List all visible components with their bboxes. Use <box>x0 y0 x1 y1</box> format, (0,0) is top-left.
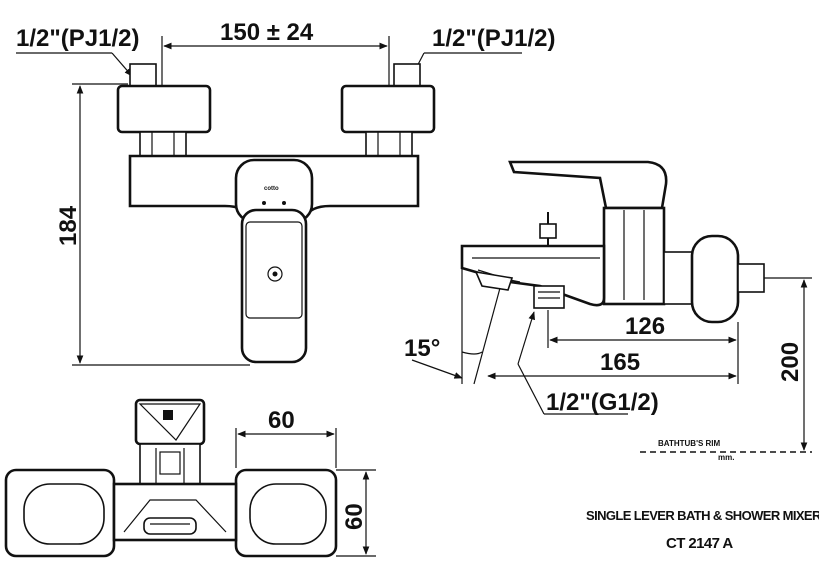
cartridge-body-side <box>602 206 666 306</box>
front-view: 1/2"(PJ1/2) 1/2"(PJ1/2) 150 ± 24 184 <box>16 19 555 366</box>
depth-dimension: 60 <box>336 469 376 557</box>
rim-height-value: 200 <box>777 342 804 382</box>
overall-length-value: 165 <box>600 349 640 376</box>
model-number: CT 2147 A <box>666 535 733 552</box>
spout-side <box>460 244 606 307</box>
inlet-left-thread: 1/2"(PJ1/2) <box>16 25 139 52</box>
angle-dim-value: 15° <box>404 335 440 362</box>
rim-label: BATHTUB'S RIM <box>658 439 721 448</box>
mixer-body-top <box>112 482 238 542</box>
right-connector-top <box>234 468 338 558</box>
product-description: SINGLE LEVER BATH & SHOWER MIXER <box>586 508 819 523</box>
inlet-right-thread: 1/2"(PJ1/2) <box>432 25 555 52</box>
outlet-thread-value: 1/2"(G1/2) <box>546 389 659 416</box>
inlet-right-label: 1/2"(PJ1/2) <box>411 25 555 77</box>
inlet-left-label: 1/2"(PJ1/2) <box>16 25 139 77</box>
unit-label: mm. <box>718 453 734 462</box>
diverter-knob <box>539 212 557 246</box>
wall-connector-side <box>663 234 765 324</box>
width-dimension: 60 <box>235 407 337 468</box>
width-dim-value: 60 <box>268 407 295 434</box>
lever-handle-side <box>508 160 668 210</box>
left-connector <box>116 63 212 157</box>
centers-dimension: 150 ± 24 <box>161 19 390 86</box>
centers-dim-value: 150 ± 24 <box>220 19 314 46</box>
height-dimension: 184 <box>55 83 250 366</box>
lever-handle-top <box>134 398 206 446</box>
rim-height-dimension: 200 <box>764 277 812 451</box>
overall-length-dimension: 165 <box>487 349 737 380</box>
spout-length-value: 126 <box>625 313 665 340</box>
depth-dim-value: 60 <box>341 503 368 530</box>
height-dim-value: 184 <box>55 205 82 246</box>
left-connector-top <box>4 468 116 558</box>
brand-mark: cotto <box>264 186 279 192</box>
cartridge-top <box>139 443 201 485</box>
bathtub-rim: BATHTUB'S RIM mm. <box>640 439 812 462</box>
outlet-thread <box>533 285 565 309</box>
top-view: 60 60 <box>4 398 376 558</box>
side-view: 15° 126 165 1/2"(G1/2) 200 <box>404 160 812 462</box>
right-connector <box>340 63 436 157</box>
angle-dimension: 15° <box>404 268 501 385</box>
spout-length-dimension: 126 <box>547 310 739 384</box>
title-block: SINGLE LEVER BATH & SHOWER MIXER CT 2147… <box>586 508 819 552</box>
outlet-thread-label: 1/2"(G1/2) <box>517 311 659 416</box>
lever-handle-front <box>240 208 308 364</box>
